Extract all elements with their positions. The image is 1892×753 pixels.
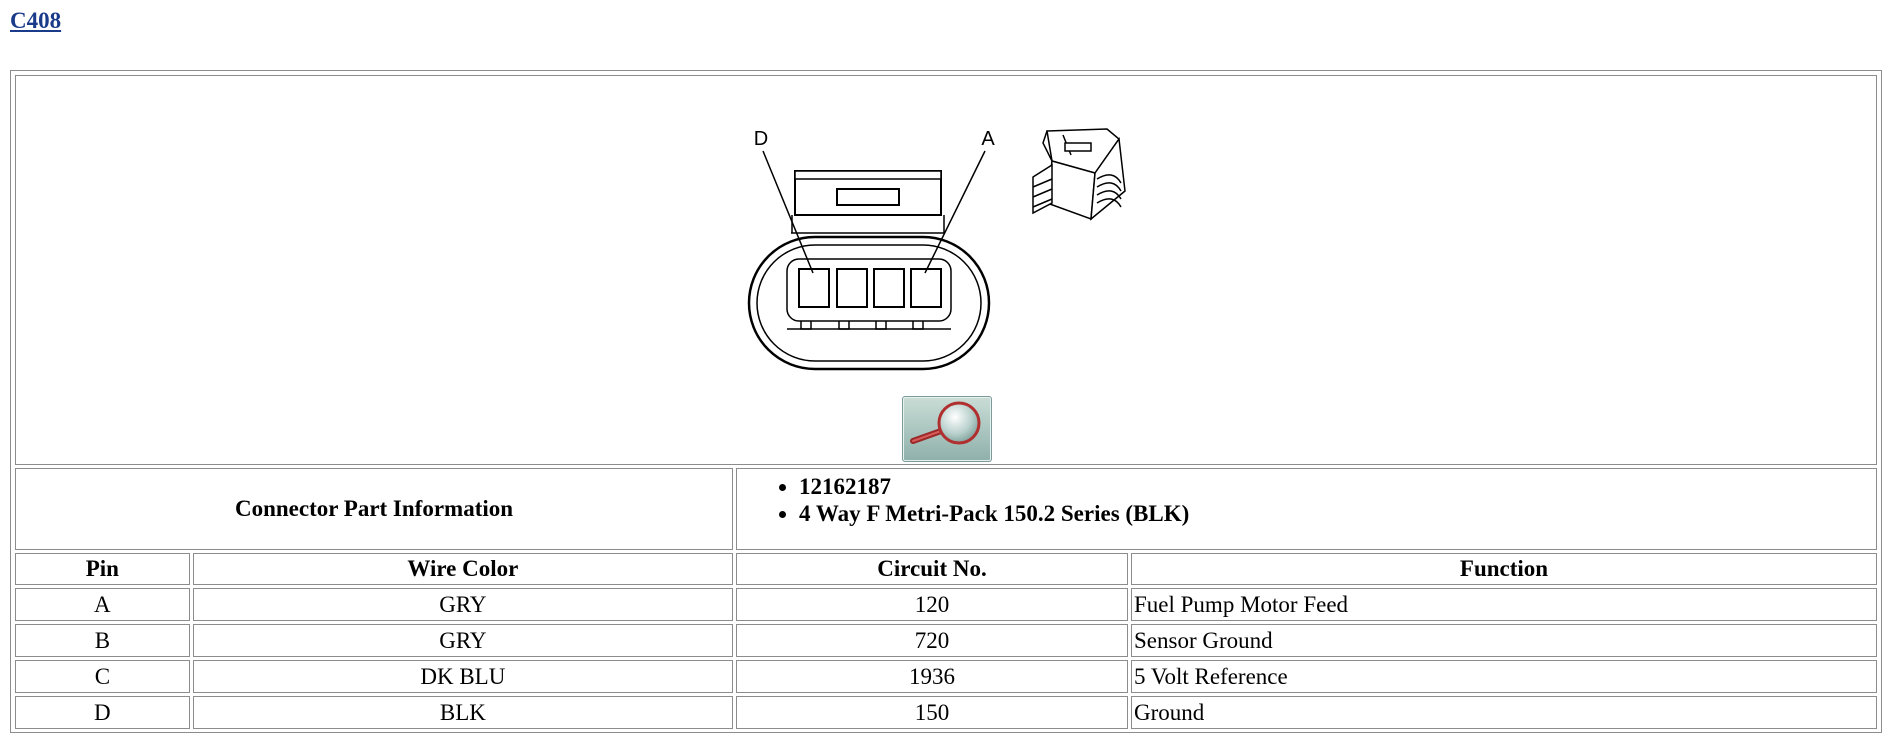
content-frame: [10, 70, 1882, 733]
cell-circuit-no: 720: [736, 624, 1128, 657]
table-row: B GRY 720 Sensor Ground: [15, 624, 1877, 657]
cell-wire-color: DK BLU: [192, 660, 733, 693]
cell-function: Sensor Ground: [1131, 624, 1877, 657]
header-pin: Pin: [15, 553, 190, 585]
cell-pin: D: [15, 696, 190, 729]
cell-function: 5 Volt Reference: [1131, 660, 1877, 693]
header-circuit-no: Circuit No.: [736, 553, 1128, 585]
table-row: D BLK 150 Ground: [15, 696, 1877, 729]
pin-label-d: D: [754, 128, 768, 150]
cell-wire-color: BLK: [192, 696, 733, 729]
part-number: 12162187: [799, 473, 1874, 500]
part-description: 4 Way F Metri-Pack 150.2 Series (BLK): [799, 500, 1874, 527]
cell-wire-color: GRY: [192, 588, 733, 621]
connector-image-cell: D A: [15, 75, 1877, 465]
magnifier-icon: [910, 401, 981, 445]
connector-part-information: 12162187 4 Way F Metri-Pack 150.2 Series…: [736, 468, 1877, 550]
pin-label-a: A: [981, 128, 995, 150]
cell-pin: C: [15, 660, 190, 693]
zoom-button[interactable]: [902, 396, 992, 462]
header-wire-color: Wire Color: [192, 553, 733, 585]
table-row: A GRY 120 Fuel Pump Motor Feed: [15, 588, 1877, 621]
header-function: Function: [1131, 553, 1877, 585]
table-row: C DK BLU 1936 5 Volt Reference: [15, 660, 1877, 693]
connector-diagram: D A: [747, 128, 1126, 371]
cell-function: Fuel Pump Motor Feed: [1131, 588, 1877, 621]
table-header-row: Pin Wire Color Circuit No. Function: [15, 553, 1877, 585]
page-title[interactable]: C408: [10, 8, 62, 33]
connector-isometric-icon: [1032, 128, 1126, 221]
cell-function: Ground: [1131, 696, 1877, 729]
cell-circuit-no: 1936: [736, 660, 1128, 693]
connector-table: D A: [12, 72, 1880, 732]
cell-wire-color: GRY: [192, 624, 733, 657]
connector-part-information-label: Connector Part Information: [15, 468, 733, 550]
cell-circuit-no: 150: [736, 696, 1128, 729]
cell-pin: B: [15, 624, 190, 657]
cell-circuit-no: 120: [736, 588, 1128, 621]
cell-pin: A: [15, 588, 190, 621]
